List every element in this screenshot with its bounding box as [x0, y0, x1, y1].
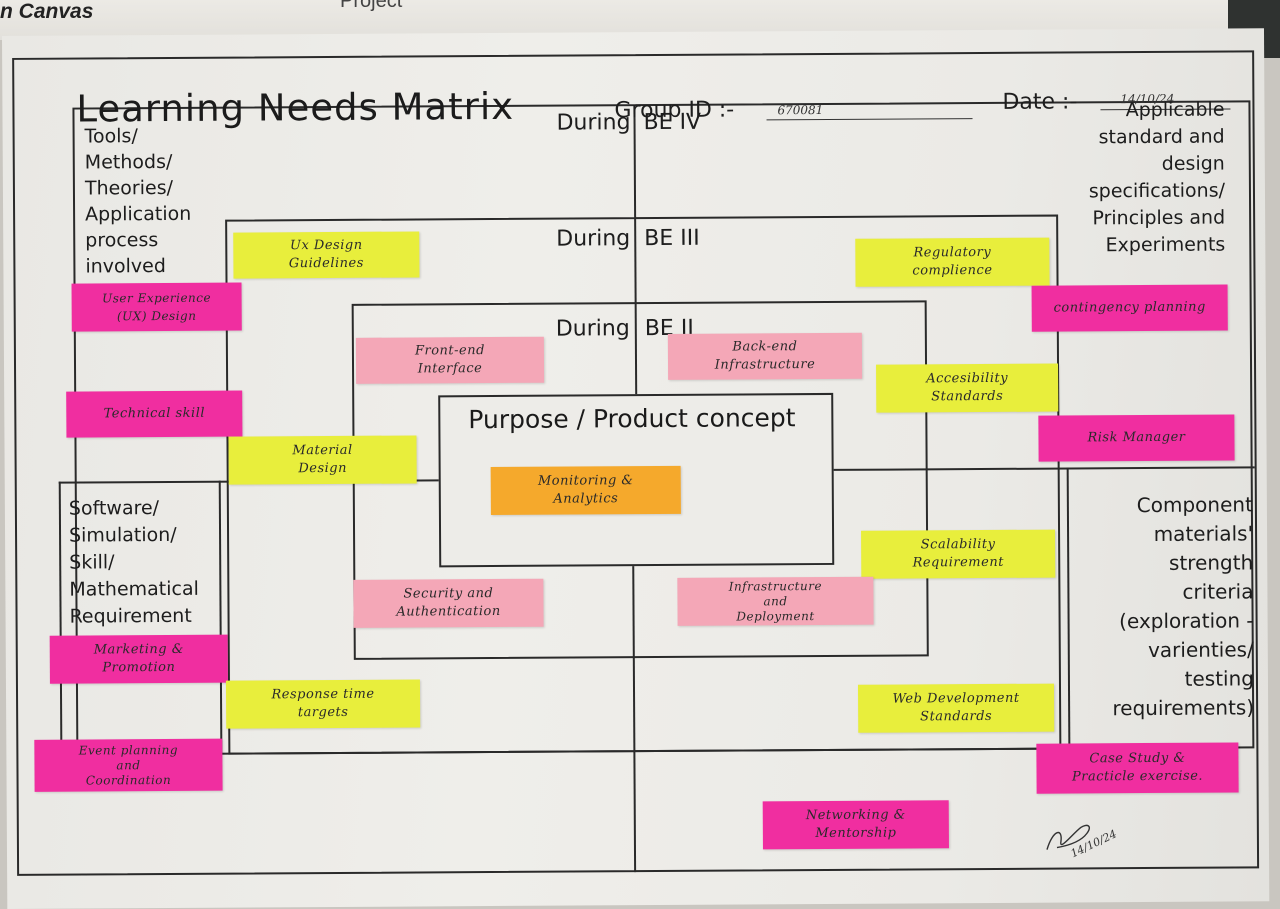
sticky-note-technical-skill: Technical skill	[66, 390, 243, 438]
be3-during-label: During	[556, 226, 631, 252]
signature-mark	[1046, 824, 1090, 850]
sticky-note-contingency: contingency planning	[1031, 284, 1228, 332]
purpose-title: Purpose / Product concept	[468, 403, 796, 435]
sticky-note-back-end: Back-end Infrastructure	[667, 332, 863, 380]
sticky-note-marketing: Marketing & Promotion	[49, 634, 228, 684]
sticky-note-monitoring: Monitoring & Analytics	[490, 465, 681, 516]
software-skill-label: Software/ Simulation/ Skill/ Mathematica…	[68, 497, 199, 628]
sticky-note-user-experience: User Experience (UX) Design	[71, 282, 242, 332]
sticky-note-regulatory: Regulatory complience	[855, 237, 1050, 287]
project-heading: Project	[340, 0, 403, 12]
sticky-note-infrastructure: Infrastructure and Deployment	[677, 576, 874, 626]
component-materials-label: Component materials' strength criteria (…	[1112, 492, 1255, 721]
sticky-note-risk-manager: Risk Manager	[1038, 414, 1235, 462]
sticky-note-material-design: Material Design	[228, 435, 417, 485]
standards-label: Applicable standard and design specifica…	[1088, 98, 1226, 257]
sticky-note-accessibility: Accesibility Standards	[876, 363, 1059, 413]
sticky-note-event-planning: Event planning and Coordination	[34, 738, 223, 792]
matrix-sheet: Learning Needs Matrix Group ID :- 670081…	[2, 28, 1270, 909]
sticky-note-case-study: Case Study & Practicle exercise.	[1036, 742, 1239, 794]
canvas-heading: n Canvas	[0, 0, 94, 23]
sticky-note-response-time: Response time targets	[225, 679, 421, 729]
be4-phase-label: BE IV	[643, 109, 702, 136]
sticky-note-ux-guidelines: Ux Design Guidelines	[233, 231, 420, 279]
sticky-note-web-standards: Web Development Standards	[857, 683, 1055, 733]
group-id-value: 670081	[777, 102, 824, 118]
tools-methods-label: Tools/ Methods/ Theories/ Application pr…	[84, 125, 192, 278]
be2-during-label: During	[555, 316, 630, 342]
sticky-note-front-end: Front-end Interface	[355, 336, 545, 384]
be4-during-label: During	[556, 110, 631, 136]
sticky-note-security: Security and Authentication	[353, 578, 544, 628]
sticky-note-scalability: Scalability Requirement	[861, 529, 1056, 579]
be3-phase-label: BE III	[644, 225, 700, 252]
sticky-note-networking: Networking & Mentorship	[762, 800, 949, 850]
